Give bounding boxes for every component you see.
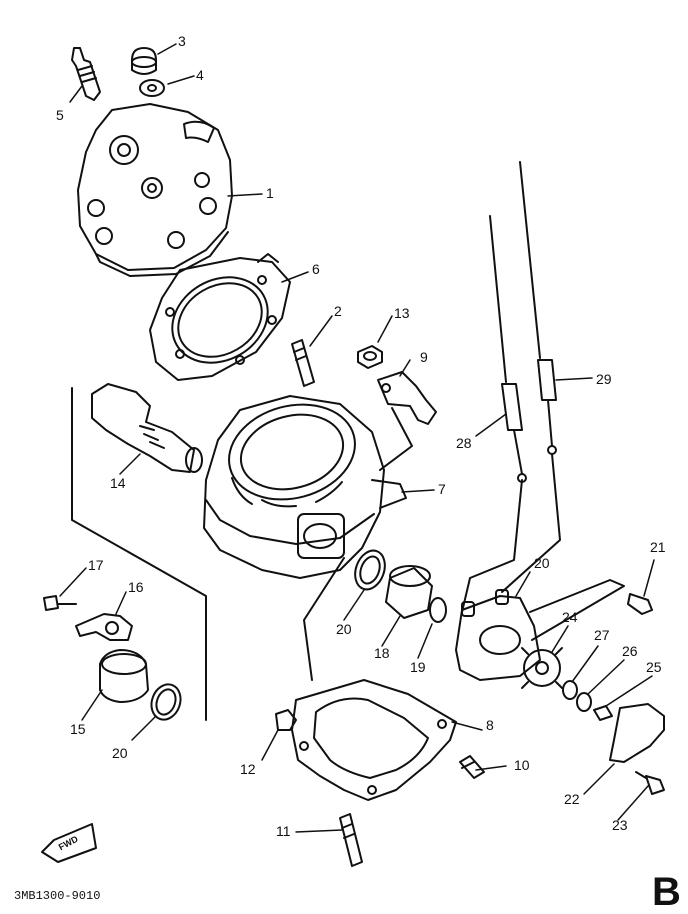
cap-nut <box>131 47 157 75</box>
clamp-bolt <box>43 595 77 611</box>
callout-20-upper: 20 <box>336 621 352 637</box>
base-gasket <box>291 679 457 801</box>
spark-plug <box>71 47 101 101</box>
valve-leader-line <box>379 407 413 471</box>
callout-14: 14 <box>110 475 126 491</box>
callout-23: 22 <box>564 791 580 807</box>
callout-19: 19 <box>410 659 426 675</box>
part-code: 3MB1300-9010 <box>14 889 101 903</box>
callout-2: 2 <box>334 303 342 319</box>
callout-26: 25 <box>646 659 662 675</box>
callout-17: 17 <box>88 557 104 573</box>
callout-15: 15 <box>70 721 86 737</box>
washer-medium <box>576 692 592 712</box>
housing-bolt <box>627 593 653 615</box>
callout-1: 1 <box>266 185 274 201</box>
base-stud-10 <box>459 755 485 779</box>
oring <box>429 597 447 623</box>
valve-housing <box>455 589 541 681</box>
housing-cover <box>609 703 665 763</box>
section-letter: B <box>652 870 681 914</box>
callout-11: 11 <box>276 823 291 839</box>
callout-27: 26 <box>622 643 638 659</box>
washer <box>139 79 165 97</box>
leader-lines <box>59 43 655 833</box>
callout-22: 21 <box>650 539 666 555</box>
callout-7: 7 <box>438 481 446 497</box>
stud-bolt <box>291 339 315 387</box>
cover-bolt <box>635 771 665 795</box>
callout-29: 28 <box>456 435 472 451</box>
callout-21: 20 <box>534 555 550 571</box>
gasket-leader-line <box>303 557 345 681</box>
manifold-bracket-line <box>71 387 207 721</box>
washer-small <box>562 680 578 700</box>
control-cable-29 <box>461 215 527 613</box>
callout-28: 27 <box>594 627 610 643</box>
cylinder-head <box>77 103 233 277</box>
valve-lever <box>377 371 437 425</box>
seal-ring-lower <box>150 683 182 721</box>
callout-12: 12 <box>240 761 256 777</box>
callout-30: 29 <box>596 371 612 387</box>
callout-6: 6 <box>312 261 320 277</box>
drive-gear <box>521 647 563 689</box>
head-gasket <box>149 253 291 381</box>
housing-bracket-line <box>529 579 625 641</box>
callout-8: 8 <box>486 717 494 733</box>
callout-4: 4 <box>196 67 204 83</box>
seal-ring-upper <box>354 549 386 591</box>
valve-nut <box>357 345 383 369</box>
base-nut <box>275 709 297 731</box>
callout-10: 10 <box>514 757 530 773</box>
hose-clamp <box>75 613 133 641</box>
exhaust-manifold <box>91 383 203 473</box>
fwd-arrow <box>41 823 97 863</box>
gear-bolt <box>593 705 613 721</box>
callout-18: 18 <box>374 645 390 661</box>
callout-13: 13 <box>394 305 410 321</box>
callout-25: 24 <box>562 609 578 625</box>
callout-3: 3 <box>178 33 186 49</box>
base-stud-11 <box>339 813 363 867</box>
callout-20-lower: 20 <box>112 745 128 761</box>
callout-5: 5 <box>56 107 64 123</box>
control-cable-30 <box>501 161 561 593</box>
manifold-joint <box>99 649 149 703</box>
callout-9: 9 <box>420 349 428 365</box>
callout-24: 23 <box>612 817 628 833</box>
callout-16: 16 <box>128 579 144 595</box>
spacer-collar <box>385 565 433 619</box>
cylinder-block <box>203 395 407 579</box>
